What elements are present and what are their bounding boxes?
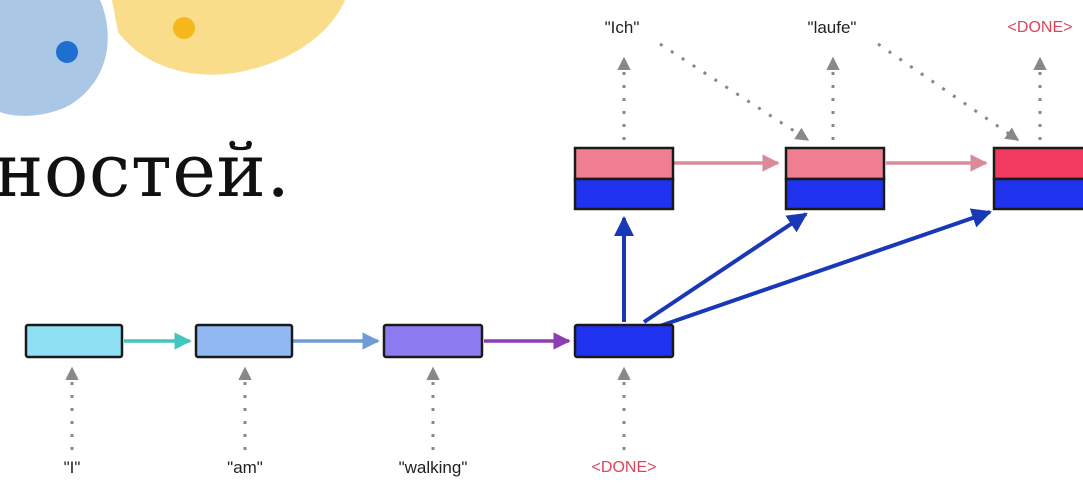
encoder-cell-1	[24, 323, 124, 359]
encoder-input-arrows	[65, 366, 631, 450]
output-token-2: "laufe"	[807, 18, 857, 37]
output-token-1: "Ich"	[604, 18, 640, 37]
context-cell	[573, 323, 675, 359]
input-token-done: <DONE>	[591, 459, 657, 476]
context-arrows	[614, 208, 992, 328]
encoder-cells	[24, 323, 675, 359]
dot-yellow	[173, 17, 195, 39]
decoder-cell-1	[573, 146, 675, 211]
decorative-blobs	[0, 0, 345, 116]
encoder-cell-2	[194, 323, 294, 359]
context-arrow-2	[642, 212, 808, 324]
feedback-arrow-2	[877, 42, 1020, 142]
input-token-3: "walking"	[398, 458, 468, 477]
encoder-cell-3	[382, 323, 484, 359]
decoder-output-arrows	[617, 42, 1047, 142]
blob-yellow	[112, 0, 345, 75]
feedback-arrow-1	[659, 42, 810, 142]
context-arrow-3	[659, 208, 992, 328]
output-token-done: <DONE>	[1007, 19, 1073, 36]
decoder-cell-3	[992, 146, 1083, 211]
decoder-cell-2	[784, 146, 886, 211]
input-token-1: "I"	[63, 458, 81, 477]
blob-blue	[0, 0, 108, 116]
input-token-2: "am"	[227, 458, 263, 477]
decoder-cells	[573, 146, 1083, 211]
dot-blue	[56, 41, 78, 63]
slide-heading-fragment: ностей.	[0, 128, 291, 214]
